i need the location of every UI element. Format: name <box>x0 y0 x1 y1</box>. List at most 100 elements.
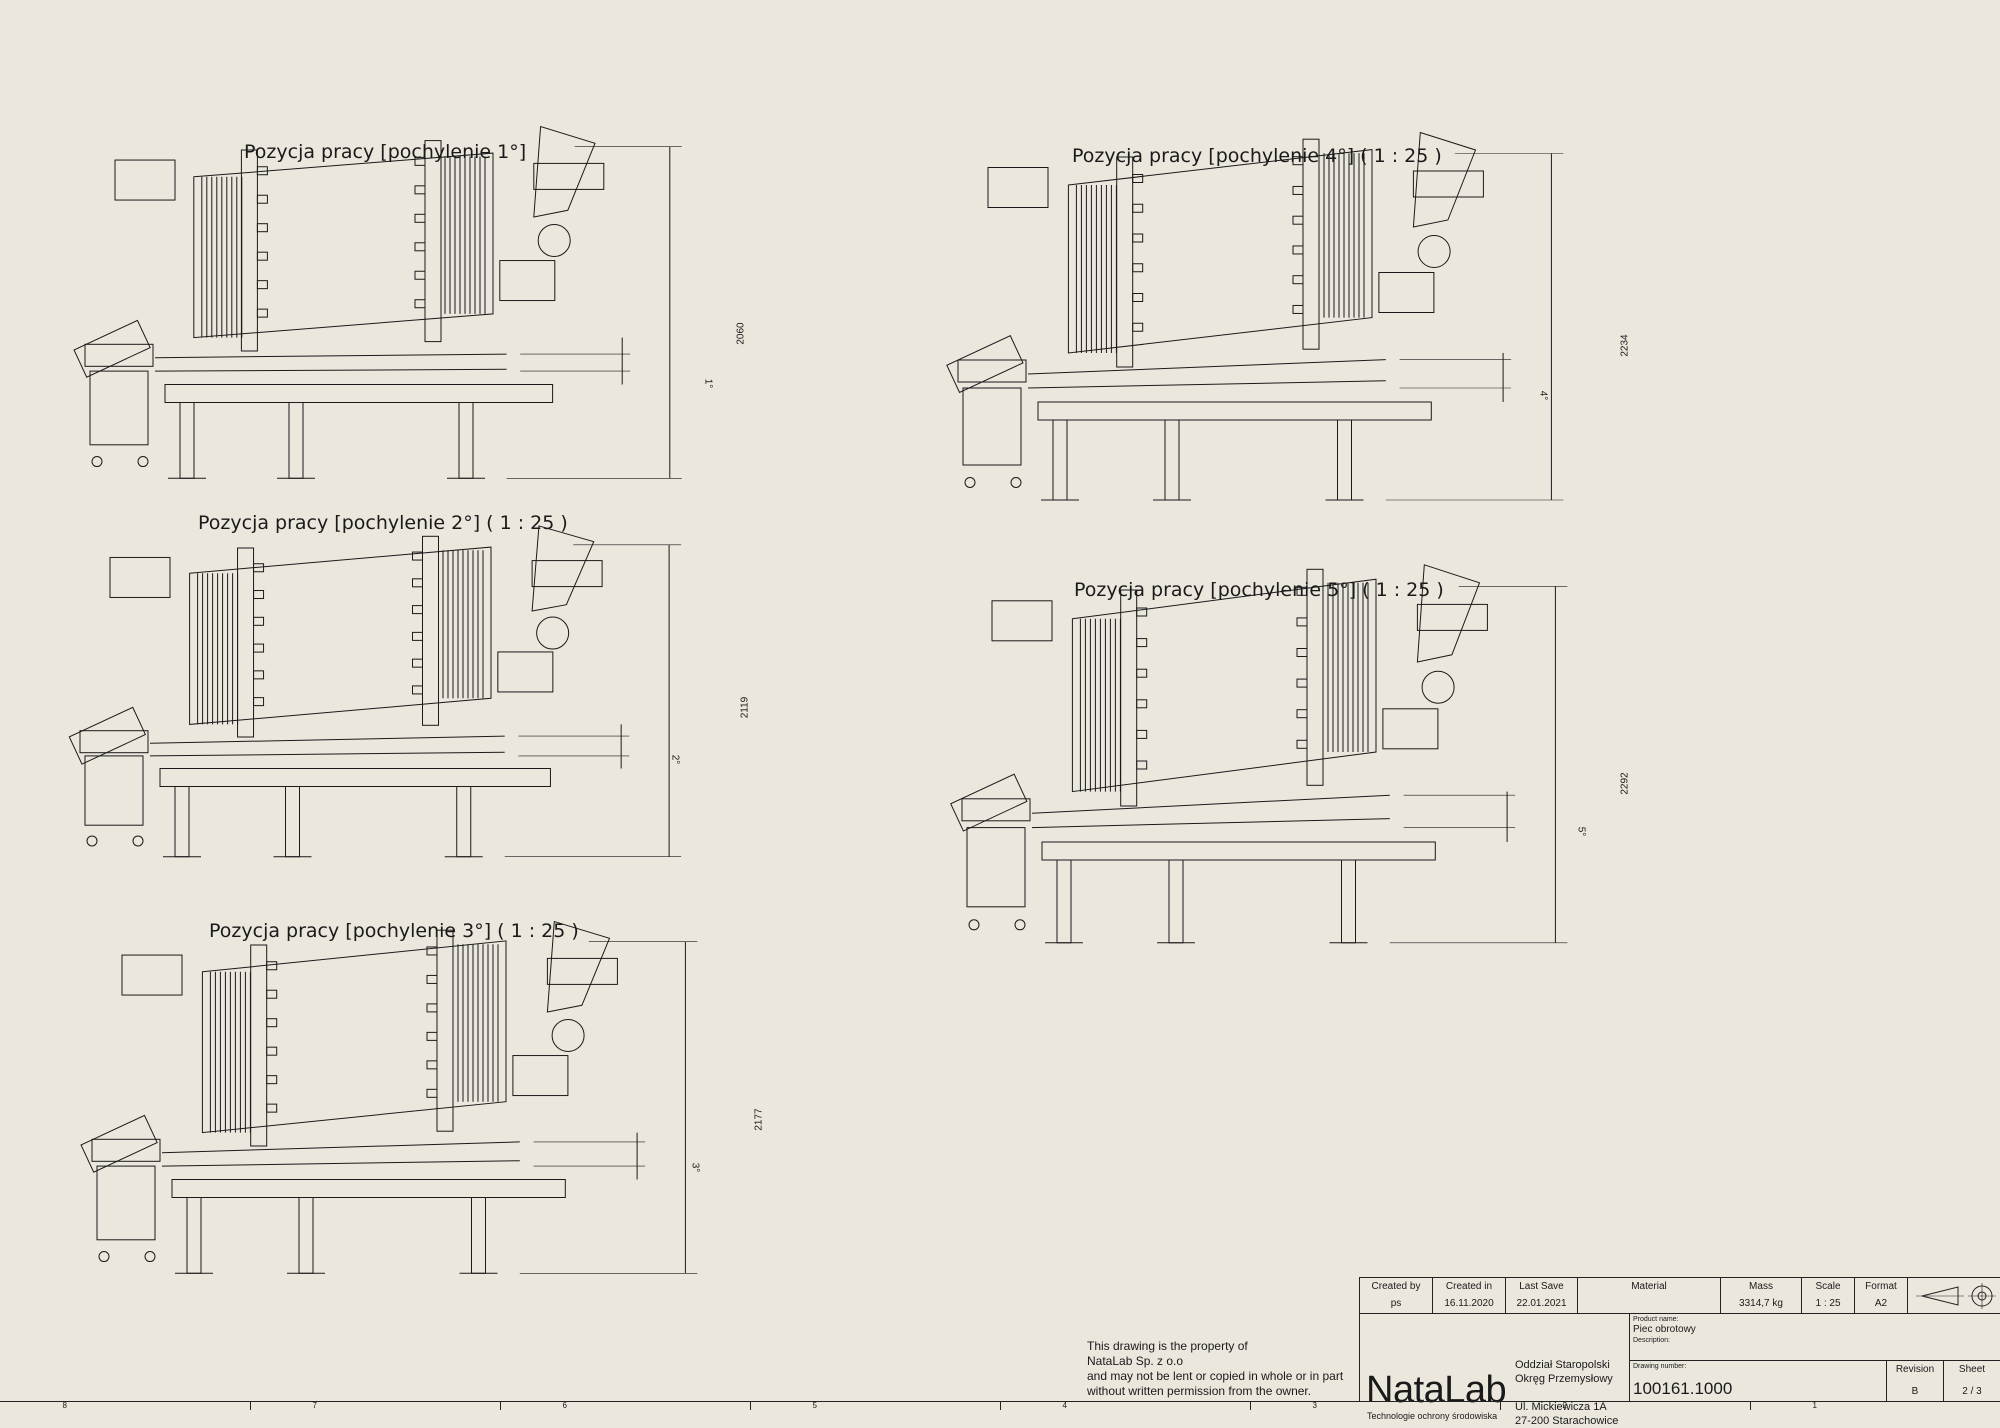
kiln-view-2 <box>68 525 682 858</box>
base-beam <box>1041 841 1436 861</box>
tower-bracket <box>1132 233 1144 243</box>
zone-tick <box>1750 1401 1751 1410</box>
support-leg <box>1164 419 1180 501</box>
gearbox <box>499 260 556 302</box>
created-by-label: Created by <box>1371 1281 1421 1292</box>
burner-cart-top <box>961 798 1031 822</box>
support-leg <box>179 402 195 479</box>
screw-feeder <box>546 957 618 985</box>
screw-feeder <box>1416 603 1488 631</box>
dept-line-1: Oddział Staropolski <box>1515 1359 1610 1371</box>
tower-bracket <box>412 658 423 668</box>
support-leg <box>174 786 190 858</box>
support-tower-left <box>250 944 268 1147</box>
zone-tick <box>500 1401 501 1410</box>
drawing-number-cell: Drawing number: 100161.1000 <box>1630 1361 1887 1402</box>
feed-hopper <box>1412 131 1477 228</box>
tilt-frame-top <box>149 735 505 744</box>
tower-bracket <box>1292 304 1304 314</box>
tower-bracket <box>256 223 268 233</box>
burner-housing <box>114 159 176 201</box>
tower-bracket <box>1136 638 1148 648</box>
revision-label: Revision <box>1895 1364 1935 1375</box>
tower-bracket <box>1292 275 1304 285</box>
zone-tick <box>250 1401 251 1410</box>
cart-wheel <box>98 1251 110 1263</box>
tilt-frame-top <box>1031 794 1390 814</box>
tilt-frame-bottom <box>154 368 507 372</box>
tower-bracket <box>253 697 265 707</box>
notice-line-3: and may not be lent or copied in whole o… <box>1087 1369 1344 1383</box>
support-tower-right <box>1302 138 1320 350</box>
kiln-drum <box>201 940 507 1134</box>
tower-bracket <box>256 280 268 290</box>
drive-motor <box>1421 670 1455 704</box>
revision-value: B <box>1911 1386 1919 1397</box>
notice-line-4: without written permission from the owne… <box>1087 1384 1312 1398</box>
zone-label-4: 4 <box>1062 1401 1067 1410</box>
zone-label-3: 3 <box>1312 1401 1317 1410</box>
mass-cell: Mass 3314,7 kg <box>1721 1278 1802 1314</box>
cart-wheel <box>86 835 98 847</box>
burner-housing <box>109 556 171 598</box>
drive-motor <box>537 223 571 257</box>
mass-value: 3314,7 kg <box>1739 1298 1783 1309</box>
support-tower-right <box>436 929 454 1132</box>
cart-wheel <box>1014 919 1026 931</box>
tower-bracket <box>256 166 268 176</box>
tilt-angle-5: 5° <box>1575 826 1587 837</box>
kiln-drum <box>1067 149 1373 354</box>
tower-bracket <box>426 946 438 956</box>
tower-bracket <box>1132 203 1144 213</box>
support-tower-left <box>240 149 258 352</box>
projection-symbol-cell <box>1908 1278 2000 1314</box>
tower-bracket <box>253 670 265 680</box>
burner-cart <box>89 370 149 446</box>
feed-hopper <box>531 525 595 612</box>
drawing-number-label: Drawing number: <box>1633 1363 1687 1370</box>
support-tower-right <box>422 535 439 726</box>
tilt-frame-bottom <box>149 751 505 757</box>
tower-bracket <box>1296 648 1308 657</box>
drive-motor <box>1417 235 1451 268</box>
support-leg <box>285 786 300 858</box>
support-leg <box>1337 419 1352 501</box>
view-title-2: Pozycja pracy [pochylenie 2°] ( 1 : 25 ) <box>198 512 568 534</box>
natalab-logo: NataLab <box>1366 1369 1507 1411</box>
tower-bracket <box>1292 215 1304 225</box>
support-leg <box>1052 419 1068 501</box>
notice-line-1: This drawing is the property of <box>1087 1339 1248 1353</box>
tower-bracket <box>1296 586 1308 596</box>
kiln-view-4 <box>946 131 1564 501</box>
tower-bracket <box>1136 668 1148 678</box>
kiln-drum <box>189 546 492 725</box>
product-name-value: Piec obrotowy <box>1633 1324 1696 1335</box>
screw-feeder <box>533 162 605 190</box>
base-beam <box>171 1179 566 1198</box>
gearbox <box>512 1055 569 1097</box>
notice-line-2: NataLab Sp. z o.o <box>1087 1354 1184 1368</box>
support-tower-right <box>424 140 442 343</box>
tower-bracket <box>253 563 265 573</box>
tower-bracket <box>412 605 423 615</box>
last-save-label: Last Save <box>1519 1281 1564 1292</box>
tower-bracket <box>414 156 426 166</box>
product-name-label: Product name: <box>1633 1316 1679 1323</box>
cart-wheel <box>144 1251 156 1263</box>
burner-cart <box>84 755 144 826</box>
support-leg <box>1168 859 1184 944</box>
zone-tick <box>1000 1401 1001 1410</box>
support-tower-left <box>1116 156 1134 368</box>
tower-bracket <box>426 1088 438 1098</box>
support-leg <box>1056 859 1072 944</box>
zone-label-2: 2 <box>1562 1401 1567 1410</box>
support-leg <box>1341 859 1356 944</box>
tower-bracket <box>426 1031 438 1041</box>
feed-hopper <box>546 920 611 1013</box>
tower-bracket <box>1296 678 1308 688</box>
tower-bracket <box>426 974 438 984</box>
burner-housing <box>987 167 1049 208</box>
zone-label-5: 5 <box>812 1401 817 1410</box>
tower-bracket <box>266 1075 278 1085</box>
view-title-1: Pozycja pracy [pochylenie 1°] <box>244 141 527 163</box>
